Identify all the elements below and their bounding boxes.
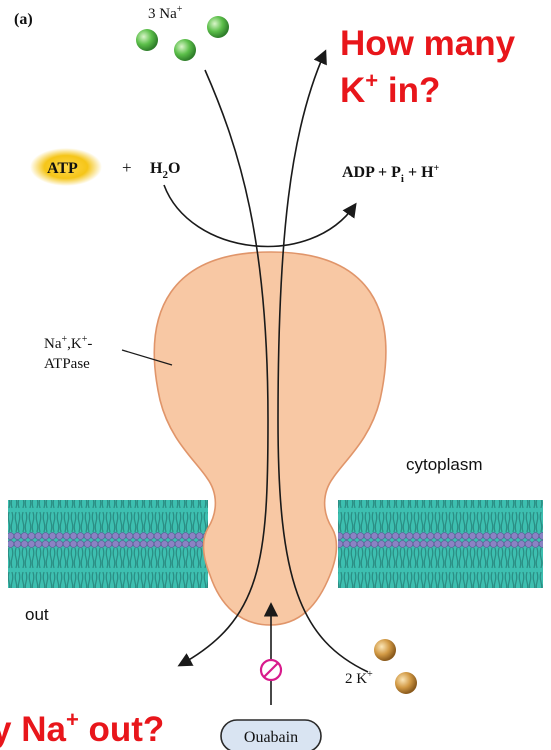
sodium-count-label: 3 Na+ [148, 4, 183, 22]
reaction-plus-1: + [122, 158, 132, 177]
question-top-line1: How many [340, 24, 516, 63]
enzyme-label-line1: Na+,K+- [44, 334, 92, 352]
potassium-ion [374, 639, 396, 661]
products-label: ADP + Pi + H+ [342, 163, 440, 185]
panel-label: (a) [14, 11, 33, 28]
sodium-ion [207, 16, 229, 38]
potassium-ion [395, 672, 417, 694]
ouabain-label: Ouabain [244, 729, 298, 746]
sodium-ion [136, 29, 158, 51]
potassium-ions [374, 639, 417, 694]
atp-label: ATP [47, 160, 78, 177]
membrane-bilayer [8, 500, 543, 588]
potassium-count-label: 2 K+ [345, 669, 373, 687]
out-label: out [25, 605, 49, 624]
ouabain-badge: Ouabain [220, 719, 322, 750]
ion-pathways [121, 49, 369, 705]
cytoplasm-label: cytoplasm [406, 455, 483, 474]
sodium-ions [136, 16, 229, 61]
potassium-path-line [277, 49, 369, 673]
atp-glow [30, 148, 102, 186]
water-label: H2O [150, 160, 180, 181]
enzyme-label-line2: ATPase [44, 356, 90, 372]
question-top-line2: K+ in? [340, 68, 440, 110]
sodium-ion [174, 39, 196, 61]
na-k-atpase-protein [153, 251, 387, 626]
inhibition-icon [259, 658, 283, 682]
atp-hydrolysis-arrow [163, 184, 357, 248]
enzyme-label-leader [121, 349, 173, 366]
question-bottom: y Na+ out? [0, 707, 164, 749]
sodium-path-line [177, 69, 269, 667]
